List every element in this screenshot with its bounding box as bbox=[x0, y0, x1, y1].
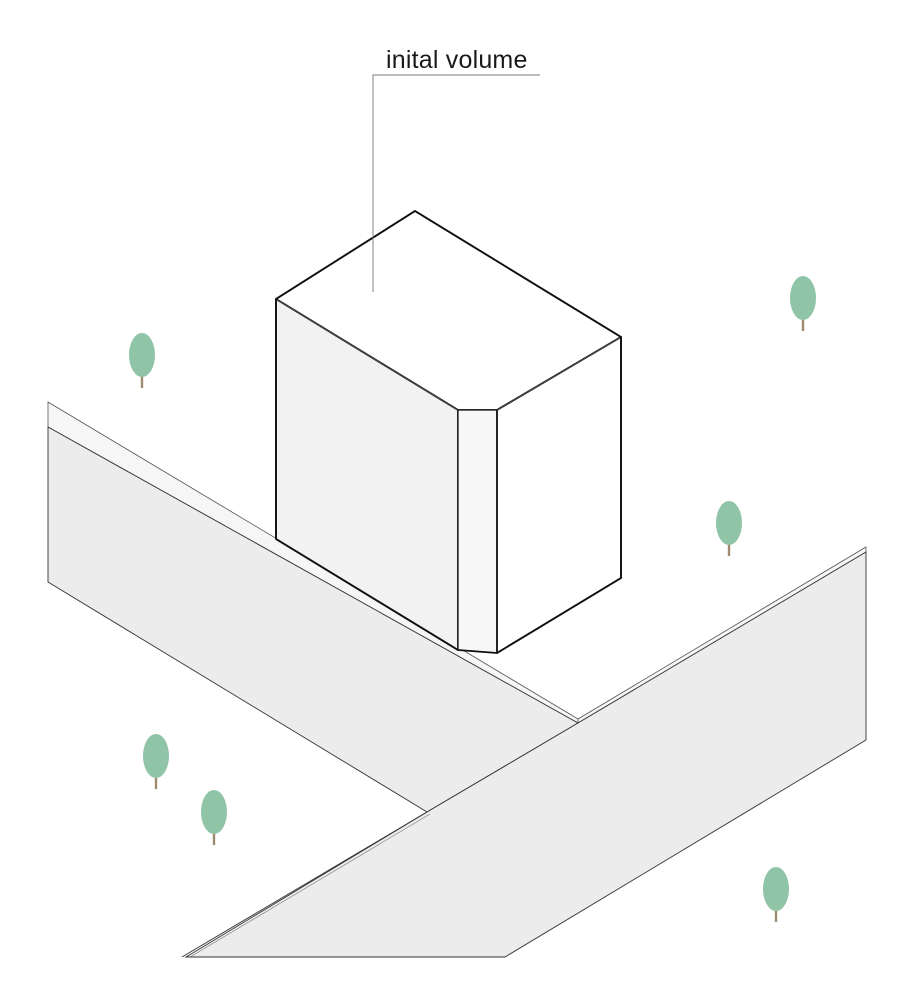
building-edge-top-left bbox=[275, 298, 459, 411]
building-volume bbox=[275, 210, 622, 654]
tree-icon bbox=[201, 790, 227, 845]
annotation-label: inital volume bbox=[386, 46, 528, 74]
annotation-leader-line bbox=[372, 74, 540, 292]
tree-icon bbox=[763, 867, 789, 922]
tree-icon bbox=[790, 276, 816, 331]
tree-icon bbox=[143, 734, 169, 789]
tree-icon bbox=[129, 333, 155, 388]
annotation: inital volume bbox=[372, 46, 540, 292]
building-outline bbox=[275, 210, 622, 654]
lower-curb-line-2 bbox=[189, 813, 431, 958]
building-chamfer-face bbox=[457, 409, 498, 654]
tree-icon bbox=[716, 501, 742, 556]
building-edge-top-right bbox=[496, 336, 622, 411]
trees bbox=[129, 276, 816, 922]
lower-curb-line bbox=[181, 811, 428, 958]
